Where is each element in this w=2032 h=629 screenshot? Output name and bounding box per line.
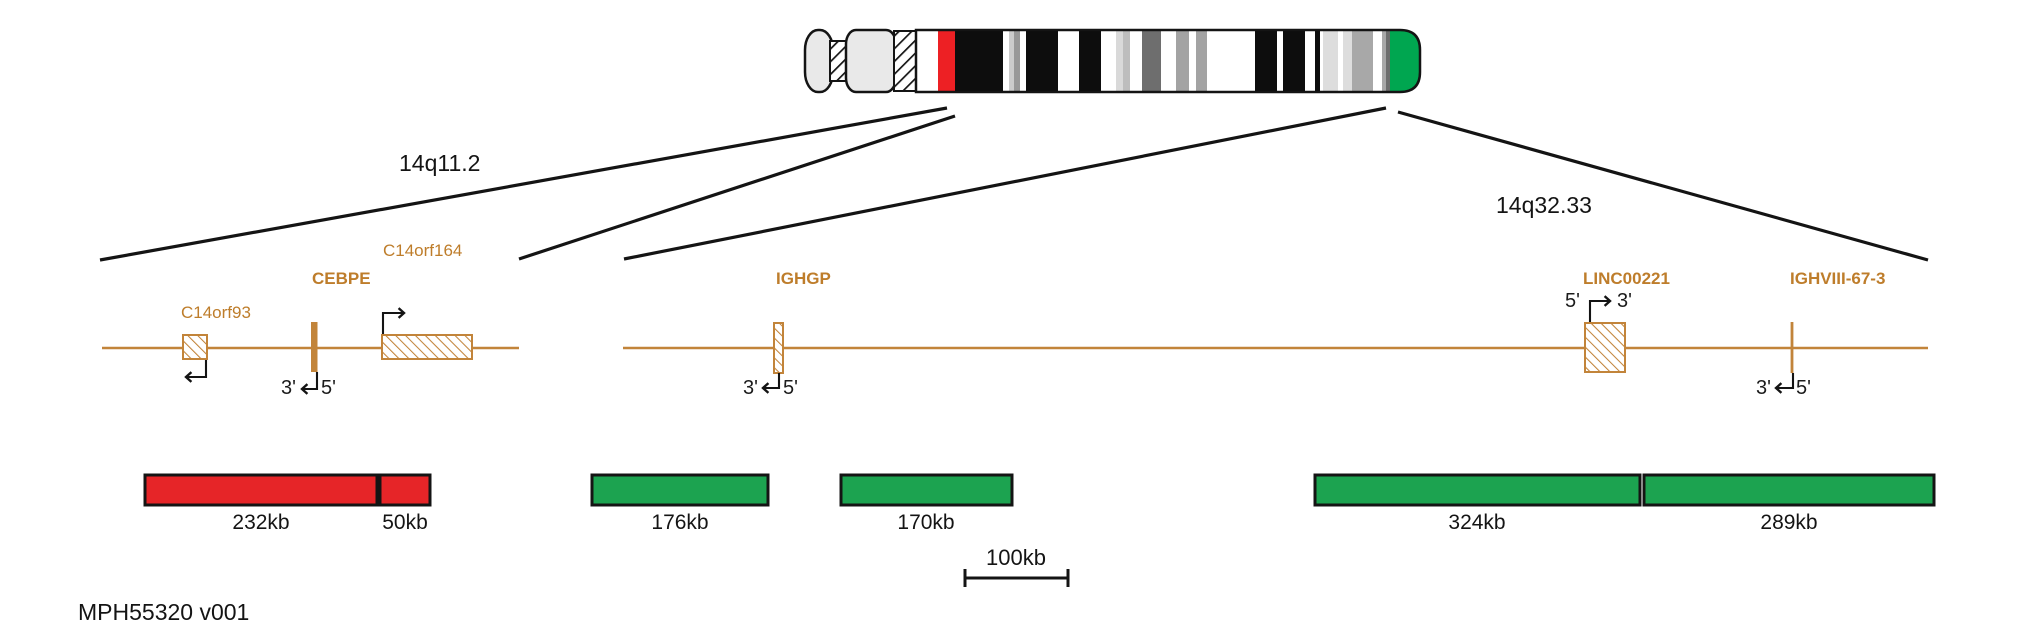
probe-bar-176kb: [590, 473, 770, 507]
q-arm-band-0: [916, 30, 938, 92]
gene-box-c14orf164: [381, 334, 473, 360]
probe-label-232kb: 232kb: [232, 511, 290, 534]
q-arm-band-32: [1386, 30, 1390, 92]
q-arm-band-4: [1009, 30, 1014, 92]
scale-label: 100kb: [986, 545, 1046, 570]
gene-label-ighgp: IGHGP: [776, 269, 831, 288]
gene-box-ighgp: [773, 322, 784, 374]
q-arm-band-9: [1079, 30, 1101, 92]
q-arm-band-29: [1352, 30, 1373, 92]
probe-bars: [143, 473, 1936, 507]
q-arm-band-28: [1343, 30, 1352, 92]
strand-5prime-linc00221: 5': [1565, 290, 1580, 312]
q-arm-band-31: [1382, 30, 1386, 92]
gene-label-ighviii-67-3: IGHVIII-67-3: [1790, 269, 1886, 288]
q-arm-band-2: [955, 30, 1003, 92]
q-arm-band-5: [1014, 30, 1020, 92]
strand-3prime-ighviii: 3': [1756, 377, 1771, 399]
zoom-line-14q11-right: [518, 114, 956, 261]
gene-box-c14orf93: [182, 334, 208, 360]
q-arm-band-33: [1390, 30, 1420, 92]
strand-5prime-cebpe: 5': [321, 377, 336, 399]
gene-label-cebpe: CEBPE: [312, 269, 371, 288]
probe-bar-50kb: [378, 473, 432, 507]
gene-label-linc00221: LINC00221: [1583, 269, 1670, 288]
probe-label-50kb: 50kb: [382, 511, 428, 534]
strand-3prime-cebpe: 3': [281, 377, 296, 399]
zoom-line-14q11-left: [99, 106, 948, 262]
q-arm-outline: [914, 28, 1422, 94]
region-label-14q11: 14q11.2: [399, 150, 481, 176]
strand-3prime-ighgp: 3': [743, 377, 758, 399]
q-arm-band-6: [1020, 30, 1026, 92]
strand-arrow-linc00221: [1588, 295, 1612, 322]
q-arm-band-26: [1323, 30, 1338, 92]
q-arm-band-25: [1320, 30, 1323, 92]
strand-3prime-linc00221: 3': [1617, 290, 1632, 312]
q-arm-band-24: [1315, 30, 1320, 92]
q-arm-bands: [916, 30, 1420, 92]
probe-bar-232kb: [143, 473, 379, 507]
strand-arrows: [184, 295, 1795, 395]
scale-bar: [963, 569, 1070, 587]
q-arm-band-12: [1123, 30, 1130, 92]
q-arm-band-20: [1255, 30, 1277, 92]
satellite: [803, 28, 835, 94]
q-arm-band-22: [1283, 30, 1305, 92]
q-arm-band-3: [1003, 30, 1009, 92]
strand-arrow-c14orf164: [381, 307, 406, 334]
zoom-bracket-lines: [99, 106, 1929, 262]
q-arm-band-30: [1373, 30, 1382, 92]
q-arm-band-11: [1116, 30, 1123, 92]
zoom-line-14q32-right: [1397, 110, 1929, 262]
q-arm-band-1: [938, 30, 955, 92]
q-arm-band-23: [1305, 30, 1315, 92]
chromosome-ideogram: [803, 28, 1422, 94]
q-arm-band-14: [1142, 30, 1161, 92]
q-arm-band-7: [1026, 30, 1058, 92]
q-arm-band-10: [1101, 30, 1116, 92]
centromere-hatch: [893, 30, 918, 92]
footer-version-label: MPH55320 v001: [78, 599, 250, 625]
q-arm-band-27: [1338, 30, 1343, 92]
probe-label-324kb: 324kb: [1448, 511, 1506, 534]
zoom-line-14q32-left: [623, 106, 1387, 261]
gene-tick-cebpe: [311, 322, 318, 372]
p-arm-block: [844, 28, 898, 94]
probe-label-170kb: 170kb: [897, 511, 955, 534]
probe-bar-324kb: [1313, 473, 1642, 507]
q-arm-band-8: [1058, 30, 1079, 92]
probe-label-289kb: 289kb: [1760, 511, 1818, 534]
gene-label-c14orf164: C14orf164: [383, 241, 463, 260]
q-arm-band-16: [1176, 30, 1189, 92]
gene-label-c14orf93: C14orf93: [181, 303, 251, 322]
probe-bar-289kb: [1642, 473, 1936, 507]
gene-box-linc00221: [1584, 322, 1626, 373]
probe-bar-170kb: [839, 473, 1014, 507]
q-arm-band-21: [1277, 30, 1283, 92]
q-arm-band-15: [1161, 30, 1176, 92]
region-label-14q32: 14q32.33: [1496, 192, 1592, 218]
q-arm-band-17: [1189, 30, 1196, 92]
strand-5prime-ighgp: 5': [783, 377, 798, 399]
q-arm-band-18: [1196, 30, 1207, 92]
strand-arrow-c14orf93: [184, 360, 208, 383]
probe-label-176kb: 176kb: [651, 511, 709, 534]
q-arm-band-13: [1130, 30, 1142, 92]
q-arm-band-19: [1207, 30, 1255, 92]
strand-5prime-ighviii: 5': [1796, 377, 1811, 399]
strand-arrow-cebpe: [300, 372, 319, 395]
strand-arrow-ighgp: [761, 373, 781, 394]
strand-arrow-ighviii-67-3: [1774, 373, 1795, 394]
